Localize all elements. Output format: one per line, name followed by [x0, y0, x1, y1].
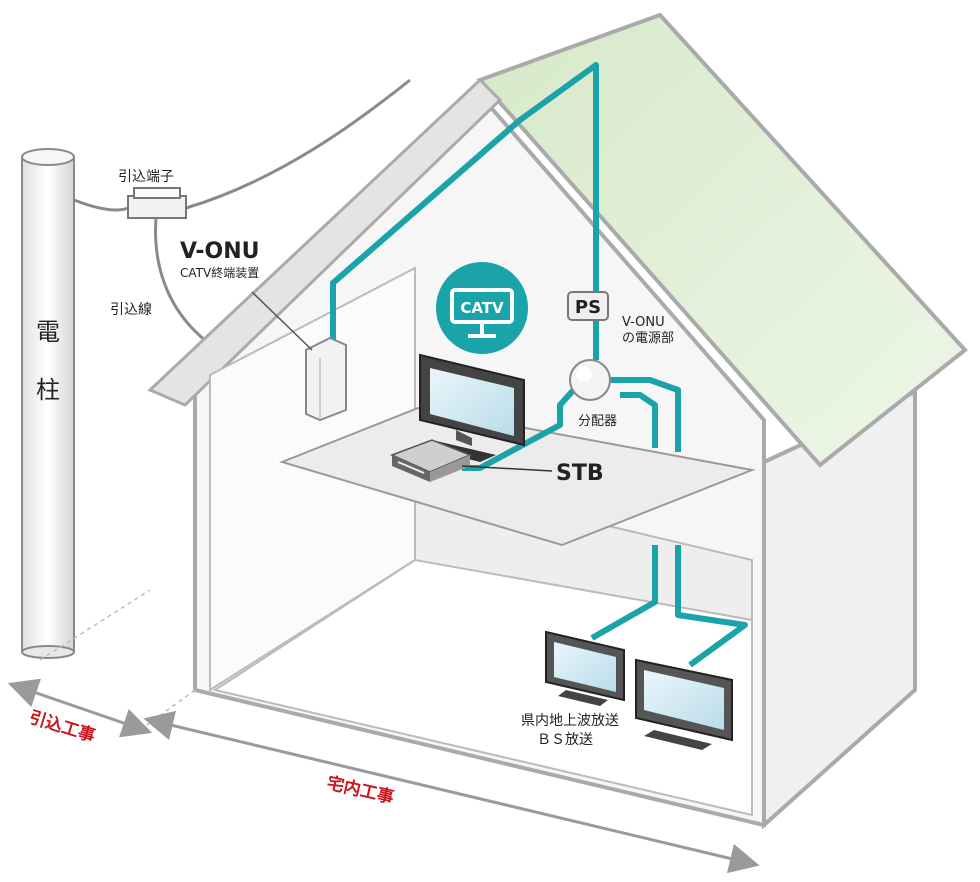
catv-icon-label: CATV: [460, 299, 504, 317]
v-onu-subtitle: CATV終端装置: [180, 265, 259, 280]
stb-label: STB: [556, 461, 604, 486]
drop-work-label: 引込工事: [27, 708, 98, 747]
pole-to-terminal-wire: [73, 198, 129, 212]
broadcast-label-line1: 県内地上波放送: [521, 713, 619, 729]
ps-label: PS: [575, 297, 601, 318]
stb-device: [390, 439, 472, 482]
indoor-work-label: 宅内工事: [325, 772, 396, 808]
coax-cables: [330, 62, 748, 668]
splitter-device: [569, 359, 611, 401]
v-onu-title: V-ONU: [180, 239, 260, 264]
drop-terminal-label: 引込端子: [118, 169, 174, 185]
drop-wire-label: 引込線: [110, 302, 152, 318]
utility-pole: [21, 148, 75, 659]
drop-work-arrow: [7, 678, 153, 738]
pole-label-2: 柱: [36, 376, 60, 404]
ps-power-box: PS: [567, 291, 609, 321]
ground-guide-left: [39, 589, 151, 661]
upper-tv: [418, 353, 525, 462]
catv-icon: CATV: [436, 262, 528, 354]
ps-description-line2: の電源部: [622, 331, 674, 346]
lower-tv-left: [545, 630, 625, 706]
v-onu-leader-line: [251, 291, 313, 351]
indoor-work-arrow: [143, 710, 760, 874]
broadcast-label-line2: ＢＳ放送: [537, 732, 593, 748]
v-onu-device: [305, 336, 347, 422]
ps-description-line1: V-ONU: [622, 315, 665, 330]
overhead-wire: [185, 78, 411, 210]
drop-terminal-box: [127, 187, 187, 219]
stb-leader-line: [461, 465, 553, 472]
splitter-label: 分配器: [578, 414, 617, 429]
pole-label-1: 電: [36, 318, 60, 346]
